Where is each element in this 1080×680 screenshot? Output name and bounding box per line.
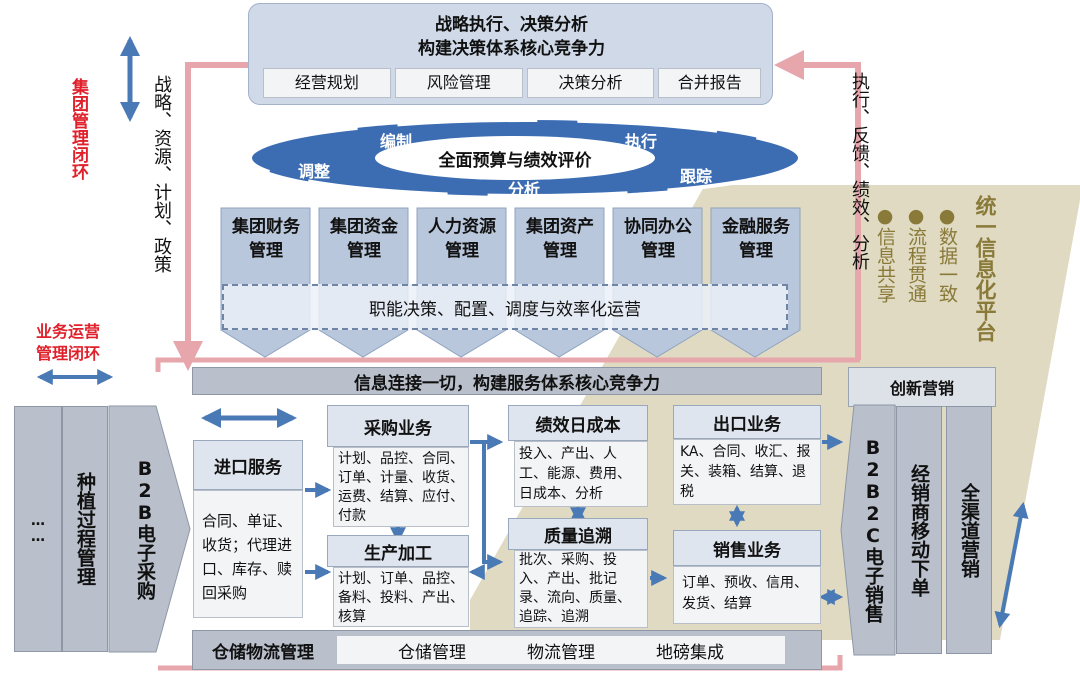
- performance-body: 投入、产出、人工、能源、费用、日成本、分析: [514, 441, 648, 507]
- quality-title: 质量追溯: [508, 518, 648, 550]
- export-title: 出口业务: [673, 405, 821, 439]
- quality-body: 批次、采购、投入、产出、批记录、流向、质量、追踪、追溯: [514, 550, 648, 628]
- function-office: 协同办公管理: [624, 217, 692, 261]
- cycle-stage-track: 跟踪: [680, 167, 713, 186]
- strategy-item-decision: 决策分析: [526, 68, 655, 98]
- purchase-title: 采购业务: [327, 405, 469, 447]
- group-loop-line: [173, 62, 255, 371]
- b2b2c-sales-arrow: [840, 404, 896, 656]
- planting-column: 种植过程管理: [62, 406, 108, 652]
- warehouse-title: 仓储物流管理: [212, 642, 314, 663]
- import-service-title: 进口服务: [193, 440, 303, 490]
- cycle-stage-adjust: 调整: [298, 162, 331, 181]
- group-loop-return: [774, 50, 861, 360]
- strategy-item-risk: 风险管理: [394, 68, 523, 98]
- b2b2c-sales-text: B2B2C电子销售: [862, 437, 884, 623]
- cycle-stage-analyze: 分析: [508, 180, 541, 199]
- strategy-item-row: 经营规划 风险管理 决策分析 合并报告: [263, 68, 762, 98]
- cycle-stage-execute: 执行: [625, 132, 658, 151]
- function-asset: 集团资产管理: [526, 217, 594, 261]
- warehouse-item-scale: 地磅集成: [656, 642, 724, 663]
- feedback-label: 执行、反馈、绩效、分析: [849, 72, 870, 270]
- group-loop-label: 集团管理闭环: [68, 78, 88, 180]
- diagonal-double-arrow-right: [994, 501, 1029, 629]
- import-service-body: 合同、单证、收货；代理进口、库存、赎回采购: [193, 490, 303, 618]
- service-banner: 信息连接一切，构建服务体系核心竞争力: [192, 367, 822, 395]
- warehouse-bar: 仓储物流管理 仓储管理 物流管理 地磅集成: [192, 630, 822, 670]
- performance-title: 绩效日成本: [508, 405, 648, 441]
- budget-cycle: [248, 118, 802, 198]
- cycle-center-label: 全面预算与绩效评价: [438, 151, 592, 171]
- warehouse-items-box: 仓储管理 物流管理 地磅集成: [336, 635, 786, 665]
- dealer-mobile-column: 经销商移动下单: [896, 406, 942, 654]
- sales-title: 销售业务: [673, 530, 821, 566]
- b2b-procurement-arrow: [108, 405, 191, 653]
- left-ellipsis-column: ……: [14, 406, 62, 652]
- biz-loop-line: [155, 357, 860, 372]
- platform-bullet-1: ●数据一致: [936, 205, 958, 303]
- biz-loop-label-1: 业务运营: [36, 322, 101, 341]
- function-finsvc: 金融服务管理: [722, 217, 790, 261]
- production-title: 生产加工: [327, 535, 469, 567]
- strategy-panel: 战略执行、决策分析 构建决策体系核心竞争力 经营规划 风险管理 决策分析 合并报…: [248, 3, 773, 105]
- warehouse-item-storage: 仓储管理: [398, 642, 466, 663]
- cycle-stage-compile: 编制: [380, 132, 413, 151]
- dealer-mobile-text: 经销商移动下单: [908, 463, 930, 597]
- b2b-procurement-text: B2B电子采购: [134, 458, 156, 600]
- function-banner: 职能决策、配置、调度与效率化运营: [222, 284, 788, 330]
- function-hr: 人力资源管理: [428, 217, 496, 261]
- left-ellipsis-text: ……: [30, 513, 46, 545]
- omni-channel-text: 全渠道营销: [958, 482, 980, 578]
- arrow-bracket: [470, 440, 504, 570]
- biz-loop-label-2: 管理闭环: [36, 344, 101, 363]
- cycle-center: [375, 136, 655, 180]
- platform-bullet-3: ●信息共享: [874, 205, 896, 303]
- strategy-item-planning: 经营规划: [263, 68, 391, 98]
- warehouse-item-logistics: 物流管理: [527, 642, 595, 663]
- strategy-item-consolidation: 合并报告: [658, 68, 762, 98]
- export-body: KA、合同、收汇、报关、装箱、结算、退税: [673, 439, 821, 505]
- production-body: 计划、订单、品控、备料、投料、产出、核算: [333, 567, 469, 627]
- function-finance: 集团财务管理: [232, 217, 300, 261]
- omni-channel-column: 全渠道营销: [946, 406, 992, 654]
- sales-body: 订单、预收、信用、发货、结算: [673, 566, 821, 624]
- strategy-title-2: 构建决策体系核心竞争力: [418, 39, 605, 59]
- b2b-procurement-column: B2B电子采购: [108, 406, 182, 652]
- b2b2c-sales-column: B2B2C电子销售: [850, 406, 896, 654]
- platform-bullet-2: ●流程贯通: [905, 205, 927, 303]
- cycle-gap: [248, 118, 802, 198]
- purchase-body: 计划、品控、合同、订单、计量、收货、运费、结算、应付、付款: [333, 447, 469, 527]
- strategy-resources-label: 战略、资源、计划、政策: [151, 75, 172, 273]
- planting-text: 种植过程管理: [74, 472, 96, 586]
- strategy-title-1: 战略执行、决策分析: [435, 15, 588, 35]
- platform-label: 统一信息化平台: [973, 195, 997, 342]
- function-fund: 集团资金管理: [330, 217, 398, 261]
- innovation-marketing: 创新营销: [848, 367, 996, 407]
